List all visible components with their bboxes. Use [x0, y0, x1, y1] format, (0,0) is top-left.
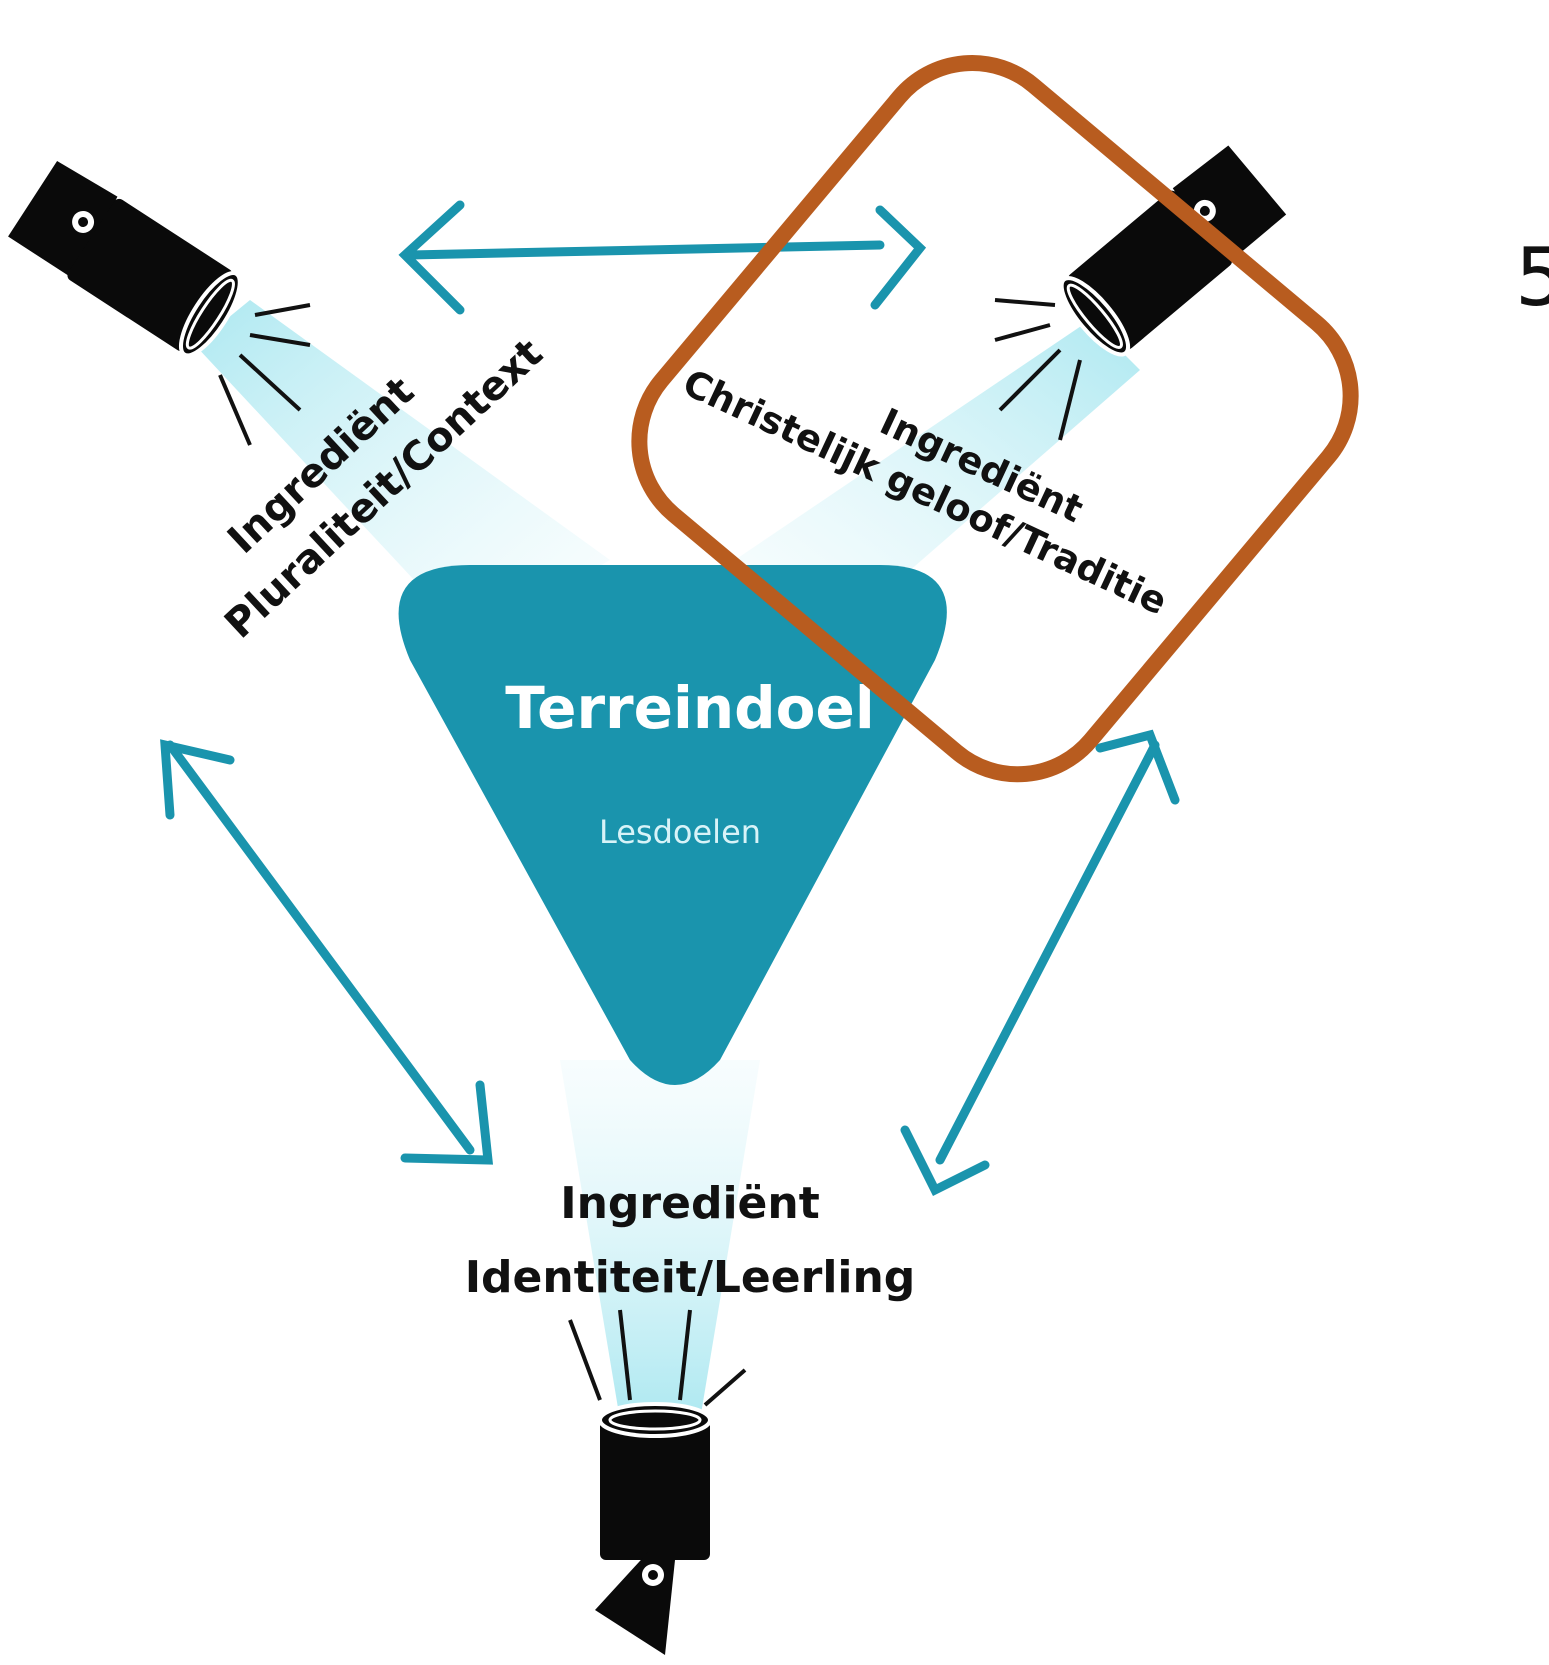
arrowhead-left-bottom — [400, 1080, 494, 1165]
ingredient-bottom-name: Identiteit/Leerling — [465, 1252, 916, 1303]
light-beam-bottom — [560, 1060, 760, 1420]
arrow-left — [165, 740, 475, 1155]
lesdoelen-label: Lesdoelen — [599, 813, 761, 851]
arrowhead-top-right — [870, 205, 927, 310]
spotlight-icon — [595, 1402, 712, 1655]
arrow-right — [935, 740, 1160, 1165]
arrowhead-left-top — [160, 739, 235, 820]
arrowhead-right-top — [1095, 729, 1180, 805]
double-arrow-icon — [160, 200, 1180, 1197]
spotlight-icon — [1059, 145, 1287, 357]
light-rays-right — [994, 298, 1082, 441]
ingredient-bottom-heading: Ingrediënt — [560, 1178, 820, 1229]
light-beam-right — [720, 320, 1140, 640]
arrow-top — [405, 240, 885, 260]
light-rays-left — [218, 303, 311, 446]
light-beam-left — [195, 300, 610, 640]
light-rays-bottom — [568, 1309, 747, 1407]
spotlight-icon — [8, 161, 242, 358]
edge-glyph: 5 — [1515, 231, 1549, 324]
terreindoel-title: Terreindoel — [505, 674, 875, 742]
arrowhead-top-left — [398, 200, 465, 315]
terreindoel-shape — [398, 565, 947, 1085]
arrowhead-right-bottom — [900, 1125, 990, 1197]
highlight-frame — [631, 54, 1359, 783]
